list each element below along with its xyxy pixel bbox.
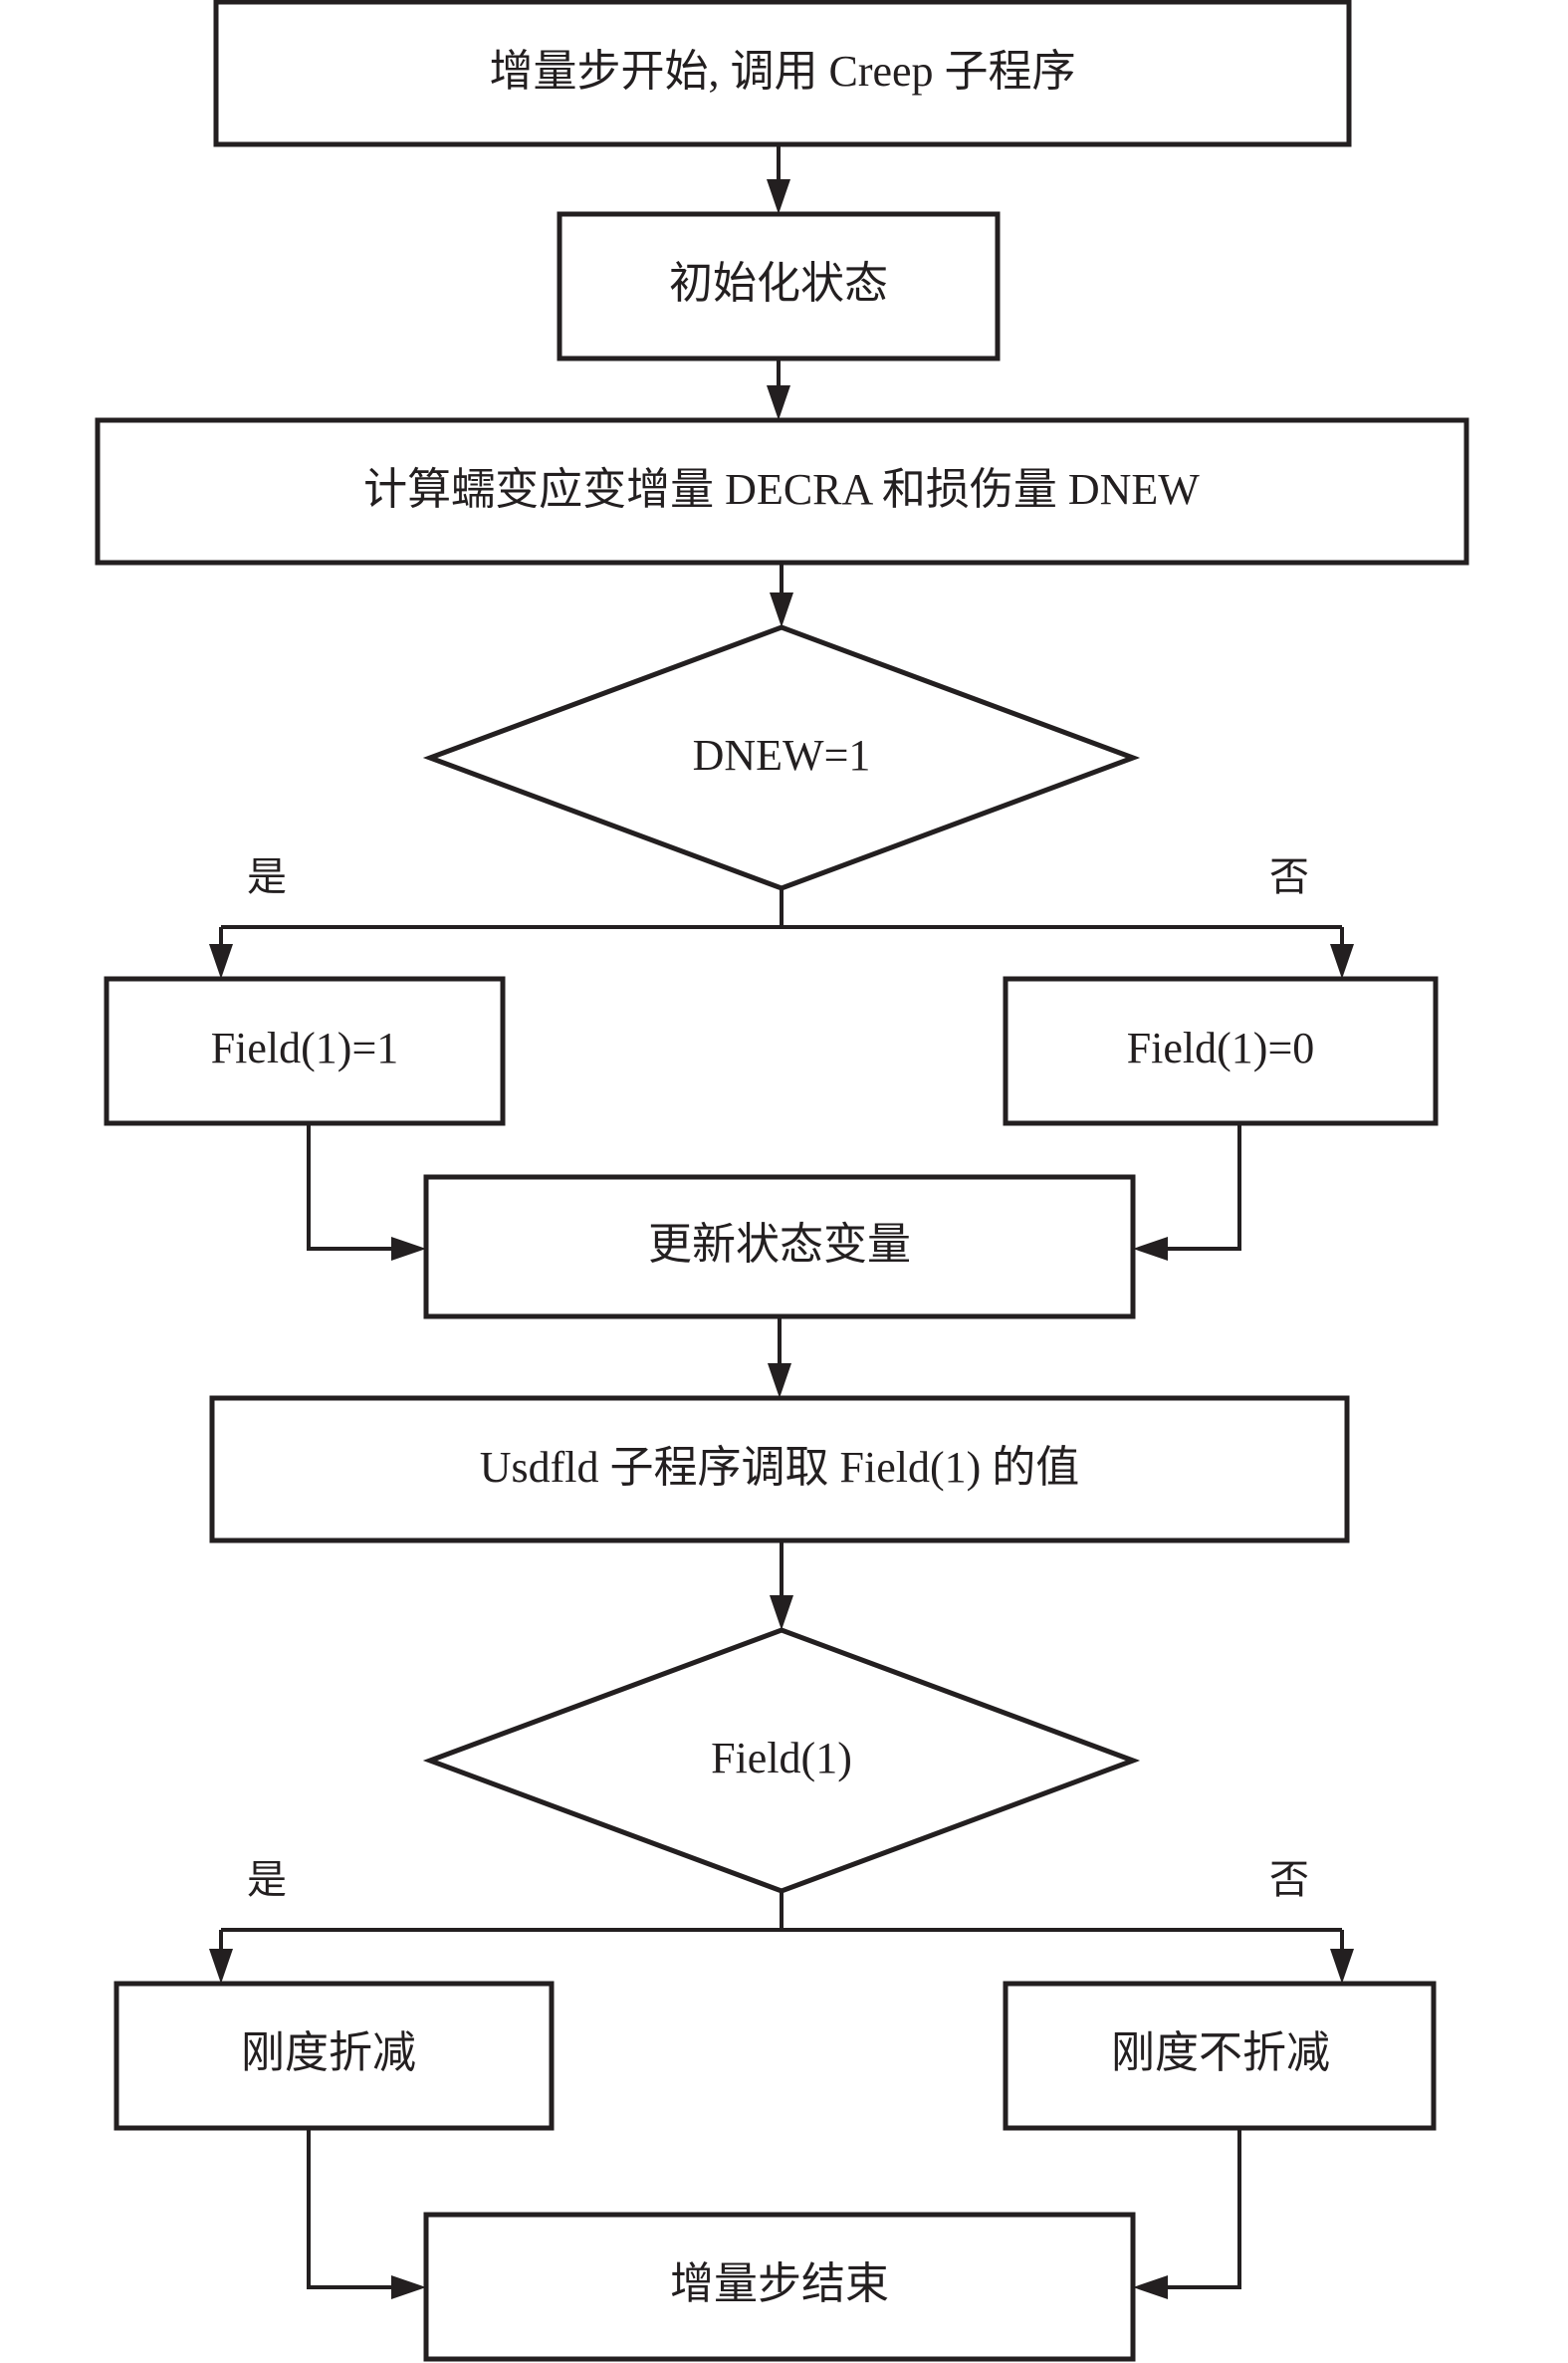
connector-field-yes-to-reduce [209, 1930, 233, 1984]
node-init-state[interactable]: 初始化状态 [557, 211, 1001, 361]
node-update-state-variable-label: 更新状态变量 [648, 1220, 911, 1269]
connector-update-to-usdfld [768, 1316, 791, 1398]
connectors [209, 144, 1354, 2299]
node-end-label: 增量步结束 [670, 2259, 889, 2308]
connector-calc-to-decision-dnew [770, 563, 793, 627]
connector-no-reduce-to-end [1133, 2128, 1241, 2299]
connector-dnew-no-to-field0 [1330, 927, 1354, 979]
branch-label-field-yes: 是 [247, 1857, 287, 1902]
node-usdfld-subroutine[interactable]: Usdfld 子程序调取 Field(1) 的值 [209, 1395, 1350, 1543]
node-field-equals-1[interactable]: Field(1)=1 [104, 976, 506, 1126]
node-field-equals-0[interactable]: Field(1)=0 [1003, 976, 1439, 1126]
branch-label-field-no: 否 [1269, 1857, 1309, 1902]
connector-dnew-yes-to-field1 [209, 927, 233, 979]
node-decision-dnew[interactable]: DNEW=1 [422, 624, 1141, 891]
node-decision-field-label: Field(1) [711, 1734, 852, 1782]
node-stiffness-no-reduce[interactable]: 刚度不折减 [1003, 1981, 1437, 2131]
node-field-equals-0-label: Field(1)=0 [1127, 1024, 1315, 1072]
node-start[interactable]: 增量步开始, 调用 Creep 子程序 [213, 0, 1352, 147]
node-decision-dnew-label: DNEW=1 [693, 731, 871, 780]
connector-field-branch-bus [221, 1891, 1342, 1932]
node-stiffness-reduce[interactable]: 刚度折减 [113, 1981, 555, 2131]
node-init-state-label: 初始化状态 [669, 259, 888, 308]
connector-field0-to-update [1133, 1123, 1241, 1261]
node-update-state-variable[interactable]: 更新状态变量 [423, 1174, 1136, 1319]
node-stiffness-reduce-label: 刚度折减 [241, 2028, 416, 2077]
node-end[interactable]: 增量步结束 [423, 2212, 1136, 2362]
node-usdfld-subroutine-label: Usdfld 子程序调取 Field(1) 的值 [480, 1443, 1080, 1492]
connector-init-to-calc [767, 358, 790, 420]
node-calc-decra-dnew-label: 计算蠕变应变增量 DECRA 和损伤量 DNEW [363, 465, 1200, 514]
connector-reduce-to-end [307, 2128, 426, 2299]
node-start-label: 增量步开始, 调用 Creep 子程序 [489, 47, 1075, 96]
connector-dnew-branch-bus [221, 888, 1342, 929]
branch-labels: 是 否 是 否 [247, 854, 1309, 1902]
branch-label-dnew-no: 否 [1269, 854, 1309, 899]
connector-start-to-init [767, 144, 790, 214]
branch-label-dnew-yes: 是 [247, 854, 287, 899]
connector-field1-to-update [307, 1123, 426, 1261]
connector-field-no-to-no-reduce [1330, 1930, 1354, 1984]
node-stiffness-no-reduce-label: 刚度不折减 [1111, 2028, 1330, 2077]
connector-usdfld-to-decision-field [770, 1540, 793, 1630]
node-field-equals-1-label: Field(1)=1 [211, 1024, 399, 1072]
node-calc-decra-dnew[interactable]: 计算蠕变应变增量 DECRA 和损伤量 DNEW [95, 417, 1469, 566]
node-decision-field[interactable]: Field(1) [422, 1627, 1141, 1894]
